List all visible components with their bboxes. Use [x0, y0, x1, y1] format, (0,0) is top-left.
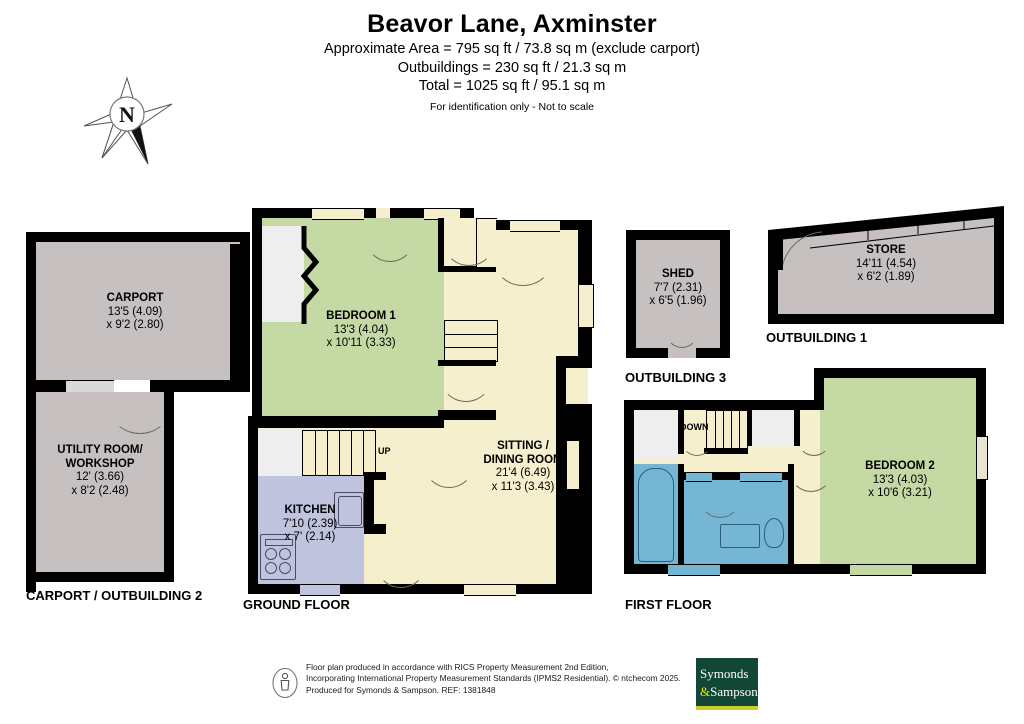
disclaimer-line-2: Incorporating International Property Mea… — [306, 673, 681, 684]
wc-toilet — [764, 518, 784, 548]
carport-label: CARPORT 13'5 (4.09) x 9'2 (2.80) — [106, 292, 164, 331]
first-floor-plan: DOWN BEDROOM 2 13'3 (4.03) x 10'6 (3.21) — [624, 368, 1004, 586]
disclaimer-line-1: Floor plan produced in accordance with R… — [306, 662, 609, 672]
area-line-3: Total = 1025 sq ft / 95.1 sq m — [418, 78, 606, 94]
bedroom1-door-swing — [366, 216, 414, 262]
first-floor-stairs — [706, 410, 748, 452]
bedroom1-window-top — [312, 208, 364, 220]
bathroom-window-bottom — [668, 564, 720, 576]
bedroom2-floor — [820, 378, 978, 574]
ground-stairs-lower — [302, 430, 376, 476]
logo-line-2: &Sampson — [700, 684, 758, 700]
shed-door-swing — [666, 316, 698, 348]
outbuilding1-label: OUTBUILDING 1 — [766, 330, 868, 345]
plan-header: Beavor Lane, Axminster Approximate Area … — [0, 8, 1024, 115]
bathroom-window-a — [686, 472, 712, 482]
area-line-1: Approximate Area = 795 sq ft / 73.8 sq m… — [324, 41, 700, 57]
wash-basin — [720, 524, 760, 548]
compass-north-letter: N — [119, 102, 135, 127]
bedroom2-entry-swing — [790, 452, 832, 492]
carport-floor — [36, 242, 240, 380]
bathroom-window-b — [740, 472, 782, 482]
sitting-door-swing — [494, 234, 552, 286]
outbuilding3-plan: SHED 7'7 (2.31) x 6'5 (1.96) — [626, 230, 730, 358]
compass-rose-icon: N — [78, 74, 176, 168]
kitchen-sink — [334, 492, 364, 528]
kitchen-hob — [260, 534, 296, 580]
sitting-window-right — [578, 284, 594, 328]
logo-sampson: Sampson — [710, 684, 758, 699]
symonds-sampson-logo: Symonds &Sampson — [696, 658, 758, 710]
landing-recess-left — [634, 410, 678, 460]
hall-door-swing — [444, 220, 494, 266]
first-floor-stairs-down-label: DOWN — [680, 422, 709, 432]
store-label: STORE 14'11 (4.54) x 6'2 (1.89) — [855, 244, 917, 283]
hall-lower-door-swing — [440, 352, 492, 402]
outbuilding1-plan: STORE 14'11 (4.54) x 6'2 (1.89) — [768, 206, 1004, 324]
carport-outbuilding2-floor-label: CARPORT / OUTBUILDING 2 — [26, 588, 203, 603]
landing-door-swing — [682, 428, 712, 456]
carport-outbuilding2-plan: CARPORT 13'5 (4.09) x 9'2 (2.80) UTILITY… — [26, 232, 250, 592]
person-icon — [272, 668, 298, 698]
logo-accent-bar — [696, 706, 758, 710]
bedroom1-recess — [262, 226, 304, 322]
disclaimer-text: Floor plan produced in accordance with R… — [306, 662, 681, 696]
lower-hall-door-swing — [424, 440, 474, 488]
bedroom2-label: BEDROOM 2 13'3 (4.03) x 10'6 (3.21) — [865, 460, 935, 499]
kitchen-window-bottom — [300, 584, 340, 596]
outbuilding3-label: OUTBUILDING 3 — [625, 370, 727, 385]
kitchen-label: KITCHEN 7'10 (2.39) x 7' (2.14) — [282, 504, 338, 543]
ground-stairs-up-label: UP — [378, 446, 391, 456]
area-line-2: Outbuildings = 230 sq ft / 21.3 sq m — [397, 59, 627, 76]
plan-footer: Floor plan produced in accordance with R… — [272, 658, 792, 714]
ground-floor-plan: UP BEDROOM 1 13'3 (4.04) x 10'11 (3.33) … — [248, 204, 596, 596]
sitting-window-bottom — [464, 584, 516, 596]
sitting-window-right2 — [566, 440, 580, 490]
first-floor-label: FIRST FLOOR — [625, 597, 712, 612]
logo-ampersand: & — [700, 684, 711, 699]
disclaimer-line-3: Produced for Symonds & Sampson. REF: 138… — [306, 684, 496, 695]
bedroom1-zigzag-wall — [300, 226, 320, 324]
sitting-window-top — [510, 220, 560, 232]
utility-room-label: UTILITY ROOM/ WORKSHOP 12' (3.66) x 8'2 … — [57, 444, 143, 497]
kitchen-door-swing — [376, 540, 426, 588]
identification-note: For identification only - Not to scale — [430, 100, 594, 113]
sitting-dining-label: SITTING / DINING ROOM 21'4 (6.49) x 11'3… — [483, 440, 563, 493]
shed-label: SHED 7'7 (2.31) x 6'5 (1.96) — [649, 268, 707, 307]
bathtub — [638, 468, 674, 562]
bathroom-door-swing — [700, 480, 740, 518]
kitchen-recess — [258, 430, 302, 478]
page-title: Beavor Lane, Axminster — [367, 10, 657, 38]
ground-floor-label: GROUND FLOOR — [243, 597, 350, 612]
bedroom2-window-bottom — [850, 564, 912, 576]
logo-line-1: Symonds — [700, 666, 749, 681]
utility-door-swing — [112, 390, 168, 434]
landing-recess-right — [750, 410, 798, 446]
bedroom2-window-right — [976, 436, 988, 480]
bedroom1-label: BEDROOM 1 13'3 (4.04) x 10'11 (3.33) — [326, 310, 396, 349]
